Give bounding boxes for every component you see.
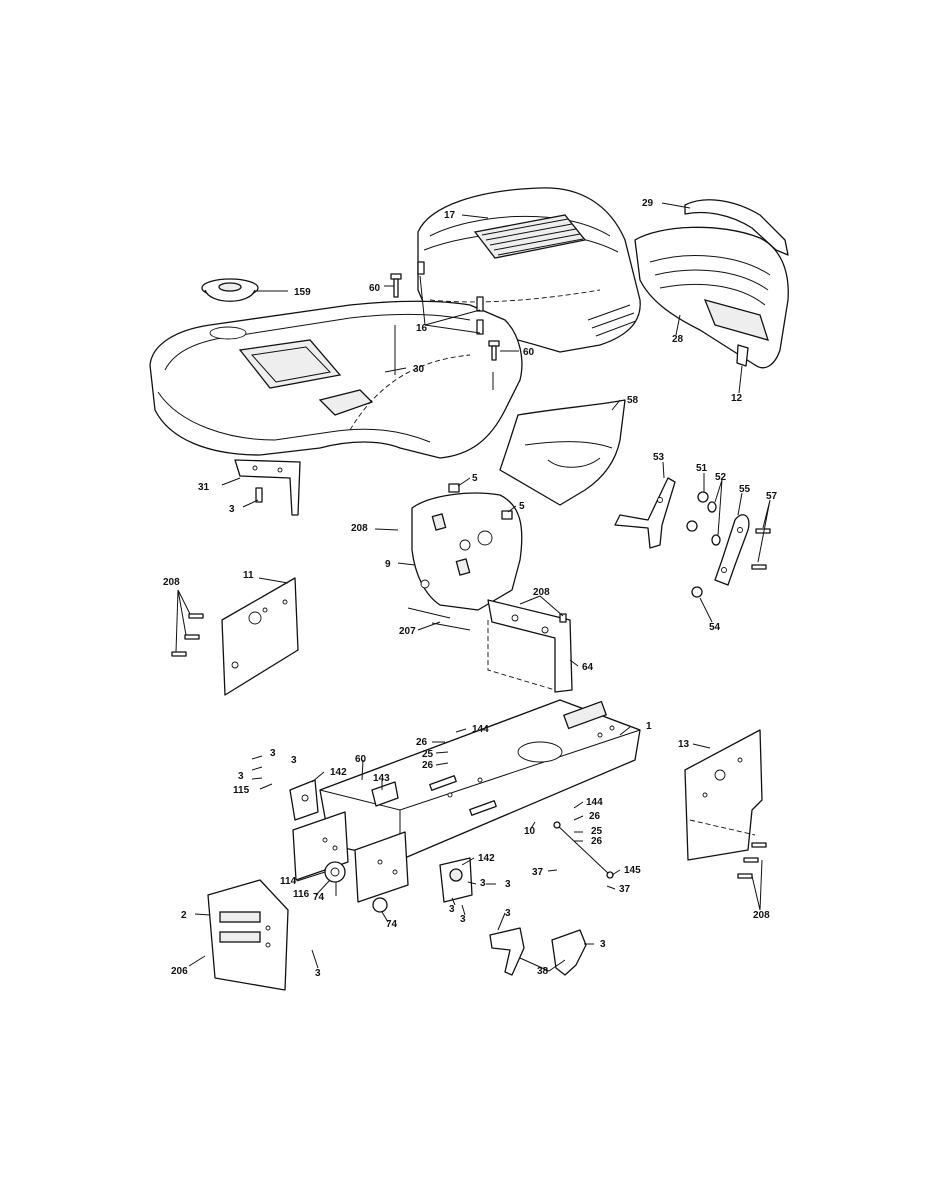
axle-bracket-142-left [289,779,319,821]
side-plate-13 [684,729,763,861]
callout-1: 1 [646,721,652,732]
callout-17: 17 [444,210,456,221]
callout-3-left3: 3 [291,755,297,766]
callout-11: 11 [243,570,254,581]
callout-60-top: 60 [369,283,381,294]
shield-58 [499,399,626,506]
callout-25-right: 25 [591,826,603,837]
front-plate-right [354,831,409,903]
callout-60-mid: 60 [523,347,535,358]
bracket-143 [371,781,399,807]
callout-16: 16 [416,323,428,334]
callout-3-bracket38b: 3 [600,939,606,950]
callout-115: 115 [233,785,250,796]
callout-208-left: 208 [163,577,180,588]
callout-3-bracket38a: 3 [505,908,511,919]
bracket-31 [234,459,301,516]
steering-bracket-64 [487,599,573,693]
callout-26-right2: 26 [591,836,603,847]
callout-2: 2 [181,910,187,921]
callout-143: 143 [373,773,390,784]
callout-29: 29 [642,198,654,209]
front-bumper-plate-2 [207,879,289,991]
callout-74-lower: 74 [386,919,398,930]
callout-9: 9 [385,559,391,570]
callout-3-axle2: 3 [505,879,511,890]
grille-part [634,226,789,369]
bracket-38-right [551,929,587,976]
link-55 [714,514,750,586]
bolts-57 [751,528,771,570]
bolt-60-mid [488,340,500,361]
callout-25-top: 25 [422,749,434,760]
callout-30: 30 [413,364,425,375]
callout-144-top: 144 [472,724,489,735]
callout-142-left: 142 [330,767,347,778]
callout-208-dash: 208 [351,523,368,534]
callout-labels: 17 29 159 60 16 60 28 30 12 58 31 3 5 5 … [163,198,778,979]
callout-57: 57 [766,491,778,502]
callout-26-right1: 26 [589,811,601,822]
callout-207: 207 [399,626,416,637]
callout-26-top2: 26 [422,760,434,771]
hinge-tabs-16 [417,261,484,335]
callout-26-top1: 26 [416,737,428,748]
bolt-60-top [390,273,402,298]
bracket-38-left [489,927,525,976]
link-53 [614,477,676,549]
fuel-cap-159 [201,278,259,302]
callout-37-right: 37 [619,884,631,895]
callout-74-upper: 74 [313,892,325,903]
axle-bracket-142-right [439,857,473,903]
callout-60-frame: 60 [355,754,367,765]
callout-144-right: 144 [586,797,603,808]
callout-142-right: 142 [478,853,495,864]
callout-3-bracket: 3 [229,504,235,515]
bumper-part [684,199,789,256]
spacer-74-upper [324,861,346,883]
bracket-207 [407,607,471,631]
callout-64: 64 [582,662,594,673]
washers-52 [707,501,721,546]
callout-116: 116 [293,889,310,900]
callout-145: 145 [624,865,641,876]
dash-panel-9 [411,483,523,611]
callout-3-plate2: 3 [315,968,321,979]
callout-208-steering: 208 [533,587,550,598]
hood-bracket-12 [736,344,749,367]
callout-114: 114 [280,876,297,887]
callout-51: 51 [696,463,708,474]
callout-13: 13 [678,739,690,750]
callout-31: 31 [198,482,210,493]
callout-3-left1: 3 [270,748,276,759]
callout-58: 58 [627,395,639,406]
spacer-74-lower [372,897,388,913]
side-plate-11 [171,577,299,696]
callout-5-right: 5 [519,501,525,512]
callout-10: 10 [524,826,536,837]
callout-55: 55 [739,484,751,495]
callout-12: 12 [731,393,743,404]
leader-lines [175,202,771,972]
callout-38: 38 [537,966,549,977]
nut-54 [691,586,703,598]
callout-3-left2: 3 [238,771,244,782]
callout-3-axle4: 3 [460,914,466,925]
callout-28: 28 [672,334,684,345]
fender-part [149,300,523,459]
callout-53: 53 [653,452,665,463]
callout-5-left: 5 [472,473,478,484]
rod-145 [553,821,614,879]
callout-52: 52 [715,472,727,483]
callout-206: 206 [171,966,188,977]
callout-159: 159 [294,287,311,298]
callout-37-left: 37 [532,867,544,878]
nut-51 [686,491,709,532]
bolts-208-right [737,842,767,879]
callout-208-right: 208 [753,910,770,921]
callout-3-axle3: 3 [449,904,455,915]
callout-3-axle1: 3 [480,878,486,889]
callout-54: 54 [709,622,721,633]
